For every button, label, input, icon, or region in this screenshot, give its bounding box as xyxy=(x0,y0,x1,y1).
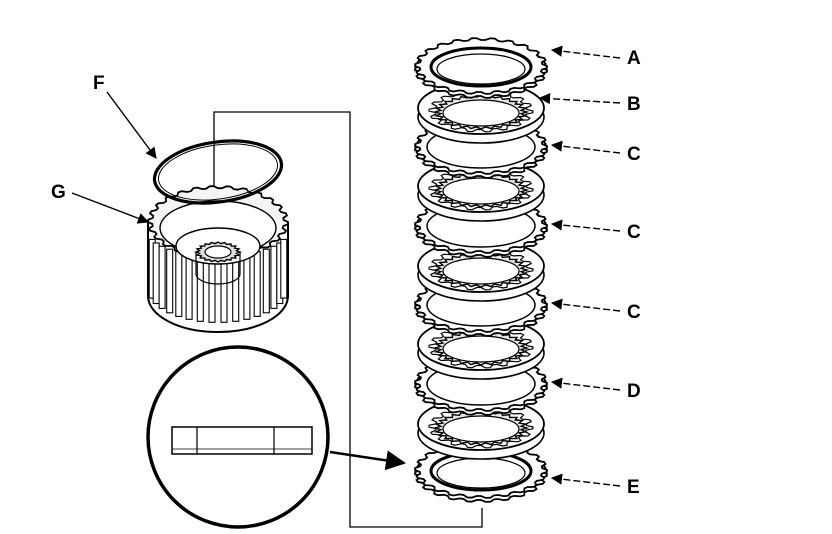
seal-ring-inner xyxy=(157,143,279,201)
label-c1: C xyxy=(627,144,641,165)
leader-g xyxy=(71,192,150,224)
connector-bracket xyxy=(213,111,483,528)
seal-ring-outer xyxy=(152,139,284,205)
end-plate-e xyxy=(414,441,548,503)
label-e: E xyxy=(627,477,640,498)
detail-magnifier xyxy=(146,345,406,529)
label-d: D xyxy=(627,381,641,402)
leader-e xyxy=(550,473,621,487)
disc-stack xyxy=(414,37,548,503)
leader-c3 xyxy=(550,298,621,312)
friction-disc-4 xyxy=(417,317,545,380)
label-g: G xyxy=(51,182,66,203)
label-c2: C xyxy=(627,222,641,243)
leader-d xyxy=(550,377,621,391)
leader-c2 xyxy=(550,219,621,232)
end-plate-a xyxy=(414,37,548,99)
leader-c1 xyxy=(550,140,621,154)
leader-b xyxy=(538,93,621,105)
clutch-drum xyxy=(147,185,289,333)
callout-arrows xyxy=(71,45,621,487)
label-c3: C xyxy=(627,302,641,323)
leader-f xyxy=(106,91,157,159)
label-a: A xyxy=(627,48,641,69)
label-f: F xyxy=(93,73,105,94)
o-ring-seal xyxy=(152,139,284,205)
leader-a xyxy=(550,45,621,59)
disc-edge-section xyxy=(171,426,313,455)
detail-pointer-arrow xyxy=(329,450,406,471)
label-b: B xyxy=(627,94,641,115)
friction-disc-5 xyxy=(417,397,545,460)
